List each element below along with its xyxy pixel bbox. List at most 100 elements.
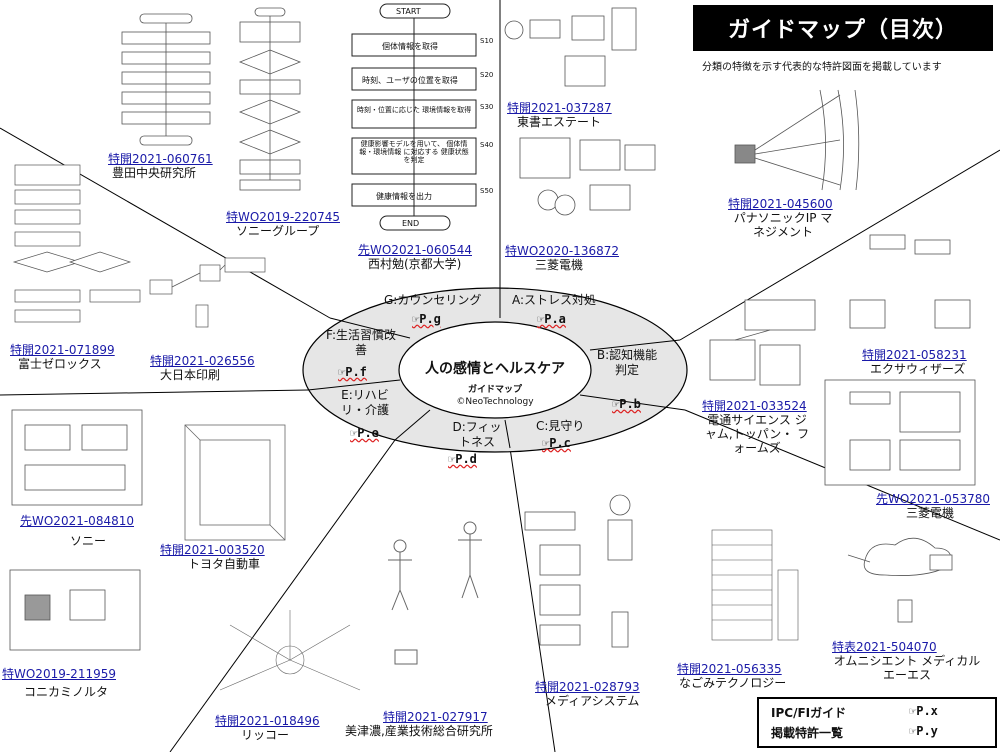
- thumb-network-dnp: [149, 257, 266, 328]
- center-caption: ガイドマップ ©NeoTechnology: [425, 384, 565, 408]
- thumb-network-omniscient: [847, 537, 953, 623]
- legend-ipc-ref[interactable]: ☞P.x: [909, 704, 938, 718]
- center-label: ガイドマップ: [467, 385, 522, 395]
- thumb-block-mediasystem: [524, 494, 633, 648]
- patent-item: 特開2021-003520 トヨタ自動車: [160, 543, 265, 571]
- thumb-block-dentsu: [709, 299, 816, 386]
- patent-owner: 豊田中央研究所: [112, 166, 197, 180]
- flowchart-step-1-code: S10: [480, 37, 494, 45]
- patent-number-link[interactable]: 特開2021-060761: [108, 152, 213, 166]
- page-title: ガイドマップ（目次）: [693, 5, 993, 51]
- patent-owner: 東書エステート: [517, 115, 602, 129]
- category-a-label: A:ストレス対処: [512, 293, 597, 307]
- ring-spoke-ef: [307, 379, 401, 391]
- thumb-device-konica: [9, 569, 141, 651]
- patent-owner: ソニーグループ: [236, 224, 320, 238]
- category-d-label: D:フィットネス: [452, 420, 502, 449]
- category-g-ref[interactable]: ☞P.g: [412, 312, 441, 326]
- patent-number-link[interactable]: 特開2021-026556: [150, 354, 255, 368]
- patent-number-link[interactable]: 特開2021-045600: [728, 197, 833, 211]
- patent-owner: トヨタ自動車: [188, 557, 261, 571]
- thumb-flowchart-fujixerox: [12, 164, 141, 323]
- patent-number-link[interactable]: 特WO2019-220745: [226, 210, 340, 224]
- patent-number-link[interactable]: 特WO2019-211959: [2, 667, 116, 681]
- thumb-optics-panasonic: [734, 89, 860, 191]
- patent-number-link[interactable]: 先WO2021-060544: [358, 243, 472, 257]
- thumb-flowchart-sony: [238, 7, 302, 191]
- category-g-label: G:カウンセリング: [384, 293, 482, 307]
- patent-number-link[interactable]: 特開2021-018496: [215, 714, 320, 728]
- thumb-frame-toyota: [184, 424, 286, 541]
- category-c-label: C:見守り: [536, 419, 585, 433]
- category-e-label: E:リハビリ・介護: [340, 388, 389, 417]
- thumb-block-mitsubishi: [519, 137, 656, 216]
- patent-item: 特開2021-045600 パナソニックIP マネジメント: [728, 197, 838, 239]
- thumb-flowchart-toyota: [121, 13, 211, 146]
- center-copyright: ©NeoTechnology: [456, 397, 534, 407]
- patent-number-link[interactable]: 特開2021-033524: [702, 399, 807, 413]
- divider-c-d: [509, 447, 556, 752]
- patent-owner: 電通サイエンス ジャム,トッパン・ フォームズ: [704, 413, 810, 455]
- patent-number-link[interactable]: 特開2021-071899: [10, 343, 115, 357]
- thumb-figures-mizuno: [388, 521, 482, 665]
- flowchart-end: END: [402, 219, 420, 228]
- patent-number-link[interactable]: 先WO2021-084810: [20, 514, 134, 528]
- patent-number-link[interactable]: 特開2021-027917: [383, 710, 488, 724]
- patent-number-link[interactable]: 特開2021-056335: [677, 662, 782, 676]
- patent-owner: ソニー: [70, 534, 107, 548]
- patent-item: 特開2021-033524 電通サイエンス ジャム,トッパン・ フォームズ: [702, 399, 812, 455]
- legend-list-label: 掲載特許一覧: [771, 726, 844, 740]
- ring-spoke-cd: [504, 419, 511, 449]
- category-f-ref[interactable]: ☞P.f: [338, 365, 367, 379]
- category-a-ref[interactable]: ☞P.a: [537, 312, 566, 326]
- category-d-ref[interactable]: ☞P.d: [448, 452, 477, 466]
- divider-a-b: [679, 149, 1000, 341]
- flowchart-step-3-code: S30: [480, 103, 494, 111]
- patent-owner: オムニシエント メディカル エーエス: [833, 654, 981, 682]
- center-title: 人の感情とヘルスケア: [425, 361, 565, 377]
- patent-number-link[interactable]: 特開2021-028793: [535, 680, 640, 694]
- divider-d-e: [169, 439, 396, 752]
- flowchart-step-3: 時刻・位置に応じた 環境情報を取得: [356, 106, 472, 114]
- flowchart-step-2: 時刻、ユーザの位置を取得: [362, 76, 458, 85]
- flowchart-step-4-code: S40: [480, 141, 494, 149]
- legend-list-ref[interactable]: ☞P.y: [909, 724, 938, 738]
- category-c-ref[interactable]: ☞P.c: [542, 436, 571, 450]
- patent-number-link[interactable]: 特開2021-037287: [507, 101, 612, 115]
- ring-spoke-bc: [579, 394, 686, 411]
- patent-item: 特開2021-058231 エクサウィザーズ: [862, 348, 967, 376]
- legend-ipc-label: IPC/FIガイド: [771, 706, 847, 720]
- patent-item: 特開2021-027917 美津濃,産業技術総合研究所: [345, 710, 493, 738]
- patent-owner: 美津濃,産業技術総合研究所: [345, 724, 493, 738]
- thumb-table-nagomi: [711, 529, 799, 641]
- flowchart-step-2-code: S20: [480, 71, 494, 79]
- flowchart-step-5: 健康情報を出力: [376, 192, 432, 201]
- patent-item: 特WO2019-211959 コニカミノルタ: [2, 667, 116, 699]
- patent-owner: 三菱電機: [906, 506, 955, 520]
- category-e-ref[interactable]: ☞P.e: [350, 426, 379, 440]
- category-b-ref[interactable]: ☞P.b: [612, 397, 641, 411]
- patent-owner: なごみテクノロジー: [679, 676, 787, 690]
- patent-number-link[interactable]: 特表2021-504070: [832, 640, 937, 654]
- flowchart-step-5-code: S50: [480, 187, 494, 195]
- patent-number-link[interactable]: 特開2021-058231: [862, 348, 967, 362]
- ring-spoke-fg: [329, 317, 411, 339]
- legend-box: IPC/FIガイド ☞P.x 掲載特許一覧 ☞P.y: [757, 697, 997, 748]
- patent-item: 特表2021-504070 オムニシエント メディカル エーエス: [832, 640, 982, 682]
- category-b-label: B:認知機能判定: [596, 348, 658, 377]
- patent-owner: リッコー: [241, 728, 290, 742]
- patent-owner: 富士ゼロックス: [18, 357, 102, 371]
- patent-owner: 大日本印刷: [160, 368, 221, 382]
- patent-item: 特開2021-056335 なごみテクノロジー: [677, 662, 786, 690]
- patent-number-link[interactable]: 特開2021-003520: [160, 543, 265, 557]
- patent-number-link[interactable]: 特WO2020-136872: [505, 244, 619, 258]
- flowchart-step-1: 個体情報を取得: [382, 42, 438, 51]
- thumb-block-tosho: [504, 7, 637, 87]
- center-hub: [398, 321, 592, 419]
- patent-number-link[interactable]: 先WO2021-053780: [876, 492, 990, 506]
- patent-owner: パナソニックIP マネジメント: [733, 211, 833, 239]
- thumb-block-mitsubishi2: [824, 379, 976, 486]
- ring-spoke-de: [394, 409, 431, 441]
- patent-item: 特開2021-071899 富士ゼロックス: [10, 343, 115, 371]
- patent-item: 特開2021-026556 大日本印刷: [150, 354, 255, 382]
